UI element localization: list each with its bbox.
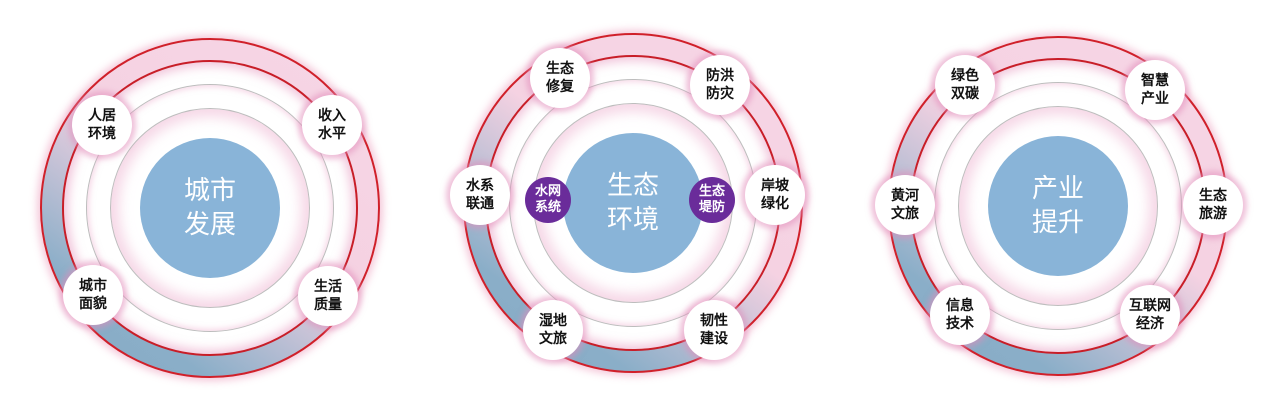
cycle-diagram-1: 城市 发展人居 环境 收入 水平城市 面貌 生活 质量 (40, 38, 380, 378)
center-circle: 生态 环境 (563, 133, 703, 273)
cycle-diagram-3: 产业 提升 绿色 双碳 智慧 产业黄河 文旅 生态 旅游信息 技术 互联网 经济 (875, 36, 1243, 376)
outer-node: 互联网 经济 (1120, 285, 1180, 345)
outer-node: 防洪 防灾 (690, 55, 750, 115)
outer-node: 黄河 文旅 (875, 175, 935, 235)
outer-node: 生活 质量 (298, 266, 358, 326)
outer-node: 收入 水平 (302, 95, 362, 155)
outer-node: 生态 旅游 (1183, 175, 1243, 235)
center-circle: 产业 提升 (988, 136, 1128, 276)
outer-node: 绿色 双碳 (935, 55, 995, 115)
outer-node: 岸坡 绿化 (745, 165, 805, 225)
cycle-diagram-2: 生态 环境 生态 修复 防洪 防灾水系 联通 岸坡 绿化湿地 文旅 韧性 建设 水网 系统… (450, 33, 805, 373)
center-circle: 城市 发展 (140, 138, 280, 278)
inner-node: 生态 堤防 (689, 177, 735, 223)
outer-node: 智慧 产业 (1125, 60, 1185, 120)
outer-node: 湿地 文旅 (523, 300, 583, 360)
outer-node: 信息 技术 (930, 285, 990, 345)
outer-node: 韧性 建设 (684, 300, 744, 360)
outer-node: 人居 环境 (72, 95, 132, 155)
outer-node: 城市 面貌 (63, 265, 123, 325)
inner-node: 水网 系统 (525, 177, 571, 223)
outer-node: 生态 修复 (530, 48, 590, 108)
outer-node: 水系 联通 (450, 165, 510, 225)
